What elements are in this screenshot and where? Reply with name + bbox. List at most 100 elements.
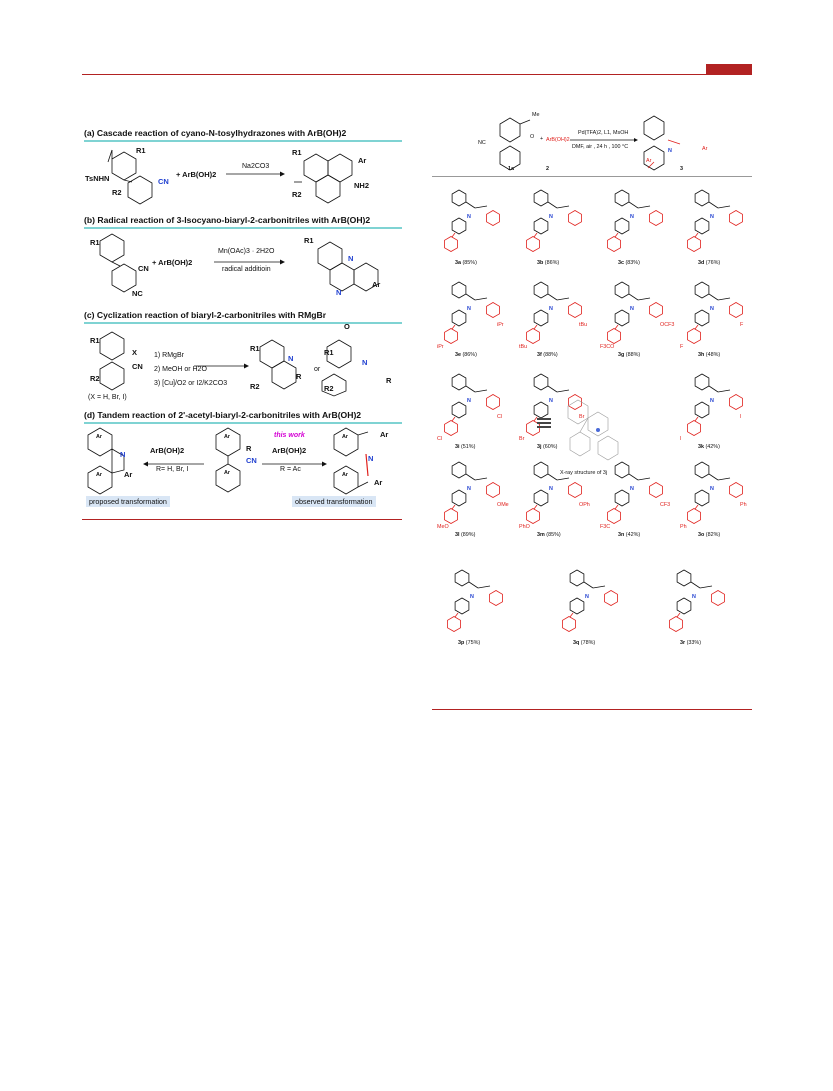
compound-3f-label: 3f (88%) [537, 352, 558, 358]
compound-yield: (78%) [579, 640, 596, 646]
heading-d-underline [84, 422, 402, 424]
compound-yield: (33%) [685, 640, 701, 646]
compound-3d-n: N [710, 214, 714, 220]
compound-3e-label: 3e (86%) [455, 352, 477, 358]
compound-id: 3o [698, 532, 705, 538]
compound-3m-substituent-left: PhO [519, 524, 530, 530]
cn-label-c: CN [132, 362, 143, 371]
compound-3g-substituent-right: OCF3 [660, 322, 675, 328]
compound-3r-label: 3r (33%) [680, 640, 701, 646]
compound-3q-structure [562, 569, 618, 632]
tsnhn-label: TsNHN [85, 174, 110, 183]
scheme-ar2: Ar [702, 146, 708, 152]
header-rule [82, 74, 752, 75]
compound-yield: (89%) [459, 532, 476, 538]
compound-3p-label: 3p (75%) [458, 640, 480, 646]
compound-3q: N 3q (78%) [555, 568, 627, 648]
compound-id: 3r [680, 640, 686, 646]
prod-ar-b: Ar [372, 280, 381, 289]
compound-yield: (76%) [704, 260, 721, 266]
compound-3c-label: 3c (83%) [618, 260, 640, 266]
proposed-transformation-tag: proposed transformation [86, 496, 170, 507]
compound-id: 3k [698, 444, 704, 450]
compound-3g-structure [607, 281, 663, 344]
compound-3a-n: N [467, 214, 471, 220]
heading-d: (d) Tandem reaction of 2'-acetyl-biaryl-… [84, 410, 362, 420]
step-1-c: 1) RMgBr [154, 352, 184, 359]
compound-3f-structure [526, 281, 582, 344]
compound-id: 3a [455, 260, 461, 266]
compound-3m-substituent-right: OPh [579, 502, 590, 508]
right-bottom-rule [432, 709, 752, 710]
compound-3l-n: N [467, 486, 471, 492]
compound-3c-structure [607, 189, 663, 252]
compound-id: 3q [573, 640, 580, 646]
compound-3o-label: 3o (82%) [698, 532, 720, 538]
p1-r2-c: R2 [250, 382, 260, 391]
compound-id: 3g [618, 352, 625, 358]
observed-transformation-tag: observed transformation [292, 496, 376, 507]
compound-3q-n: N [585, 594, 589, 600]
p1-r1-c: R1 [250, 344, 260, 353]
compound-3j-n: N [549, 398, 553, 404]
compound-3k-substituent-right: I [740, 414, 742, 420]
heading-a-underline [84, 140, 402, 142]
compound-yield: (60%) [541, 444, 558, 450]
compound-3o-n: N [710, 486, 714, 492]
scheme-separator [432, 176, 752, 177]
compound-3g-label: 3g (88%) [618, 352, 640, 358]
scheme-label-2: 2 [546, 166, 549, 172]
compound-id: 3n [618, 532, 625, 538]
compound-3a-structure [444, 189, 500, 252]
scheme-b-structures [99, 233, 379, 293]
compound-3l-substituent-left: MeO [437, 524, 449, 530]
compound-3o-substituent-left: Ph [680, 524, 687, 530]
general-scheme-structures [499, 115, 681, 171]
compound-yield: (42%) [624, 532, 641, 538]
compound-3j-substituent-right: Br [579, 414, 585, 420]
heading-a: (a) Cascade reaction of cyano-N-tosylhyd… [84, 128, 347, 138]
compound-3n-structure [607, 461, 663, 524]
compound-3r-n: N [692, 594, 696, 600]
ar-label-d-right-bottom: Ar [374, 478, 383, 487]
compound-id: 3e [455, 352, 461, 358]
cn-label-d: CN [246, 456, 257, 465]
ar-ring-1-d: Ar [96, 434, 102, 440]
x-label-c: X [132, 348, 138, 357]
compound-3q-label: 3q (78%) [573, 640, 595, 646]
compound-3f-substituent-right: tBu [579, 322, 588, 328]
compound-id: 3f [537, 352, 542, 358]
compound-id: 3c [618, 260, 624, 266]
xray-structure [558, 392, 628, 462]
compound-id: 3h [698, 352, 705, 358]
scheme-label-1a: 1a [508, 166, 514, 172]
compound-3g-substituent-left: F3CO [600, 344, 615, 350]
p2-r2-c: R2 [324, 384, 334, 393]
compound-3o-structure [687, 461, 743, 524]
heading-b-underline [84, 227, 402, 229]
ar-label-d-right-top: Ar [380, 430, 389, 439]
condition-b-bottom: radical additioin [222, 266, 271, 273]
heading-c-underline [84, 322, 402, 324]
compound-3h-structure [687, 281, 743, 344]
compound-3n-n: N [630, 486, 634, 492]
compound-3n-label: 3n (42%) [618, 532, 640, 538]
prod-n2-b: N [336, 288, 342, 297]
nc-label-b: NC [132, 289, 143, 298]
r2-label-c: R2 [90, 374, 100, 383]
compound-id: 3m [537, 532, 545, 538]
r1-label-c: R1 [90, 336, 100, 345]
compound-id: 3i [455, 444, 460, 450]
compound-3m-n: N [549, 486, 553, 492]
compound-3o-substituent-right: Ph [740, 502, 747, 508]
compound-yield: (51%) [459, 444, 476, 450]
prod-r1-a: R1 [292, 148, 302, 157]
